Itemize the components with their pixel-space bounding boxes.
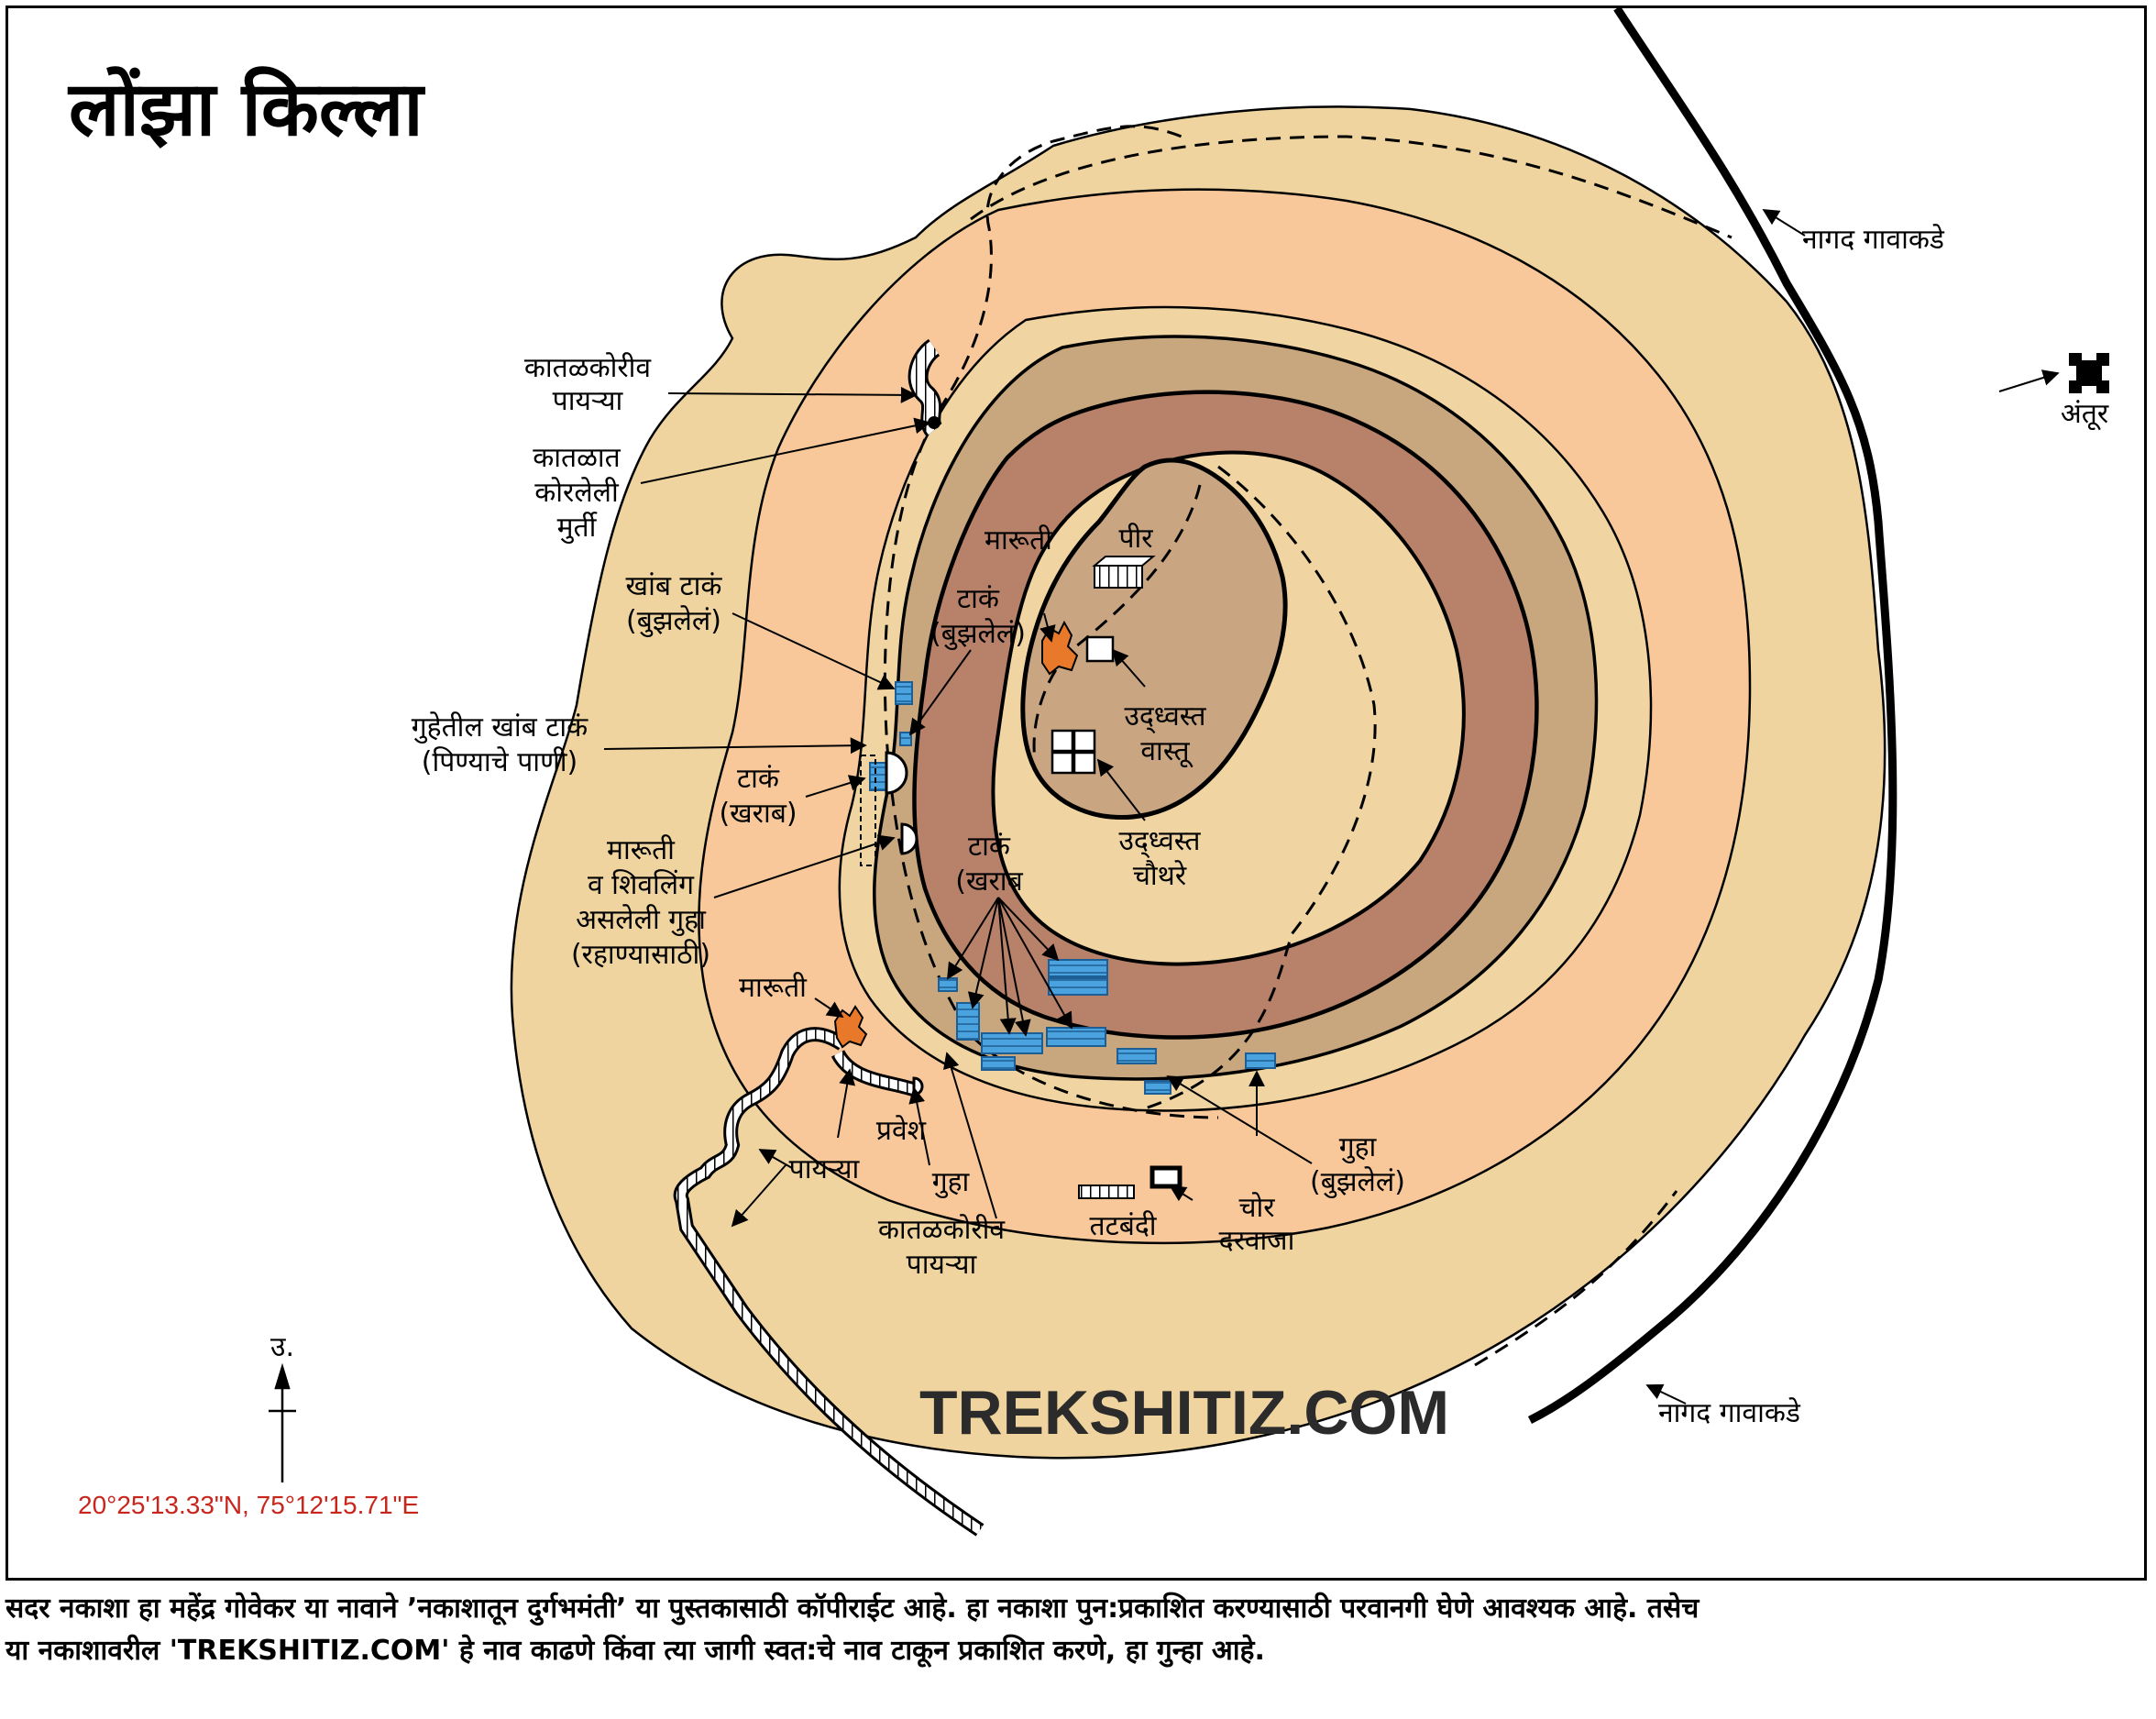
label-tank-filled-2: (बुझलेलं) [930, 618, 1026, 651]
label-cave-tank-2: (पिण्याचे पाणी) [422, 746, 578, 778]
trail-east-road [970, 135, 1732, 239]
map-title: लोंझा किल्ला [67, 66, 425, 153]
tank-b [1048, 977, 1108, 996]
leader-lines [603, 209, 2060, 1405]
label-maruti-summit: मारूती [984, 524, 1053, 556]
fort-wall-symbol [1078, 1185, 1135, 1199]
label-rock-steps-bottom-1: कातळकोरीव [878, 1214, 1006, 1246]
label-carved-idol-2: कोरलेली [534, 477, 620, 509]
label-fort-wall: तटबंदी [1089, 1210, 1157, 1242]
ruined-platform-2 [1072, 729, 1096, 753]
label-maruti-cave-1: मारूती [607, 834, 676, 866]
label-maruti-cave-2: व शिवलिंग [588, 869, 695, 901]
tank-h [1116, 1048, 1157, 1064]
label-khamb-tank-2: (बुझलेलं) [626, 605, 721, 638]
label-cave-tank-1: गुहेतील खांब टाकं [412, 711, 588, 744]
tank-i [1144, 1080, 1172, 1095]
coordinates: 20°25'13.33"N, 75°12'15.71"E [78, 1491, 419, 1519]
copyright-footer: सदर नकाशा हा महेंद्र गोवेकर या नावाने ’न… [6, 1588, 2150, 1672]
ruined-platform-4 [1072, 751, 1096, 775]
tank-j [1245, 1052, 1276, 1069]
label-tank-damaged-mid-2: (खराब [955, 865, 1023, 898]
north-label: उ. [270, 1331, 294, 1363]
trail-north [923, 125, 1182, 431]
label-maruti-cave-3: असलेली गुहा [576, 904, 707, 937]
tank-group [869, 681, 1276, 1095]
map-frame: लोंझा किल्ला TREKSHITIZ.COM 20°25'13.33"… [6, 6, 2147, 1581]
label-antur: अंतूर [2061, 398, 2109, 431]
tank-khamb [895, 681, 913, 705]
label-khamb-tank-1: खांब टाकं [626, 570, 723, 602]
ruined-structure [1050, 635, 1115, 775]
label-steps-lower: पायऱ्या [789, 1153, 861, 1185]
trail-summit-west [1032, 484, 1202, 761]
chor-darwaja-symbol [1150, 1165, 1182, 1189]
label-rock-steps-bottom-2: पायऱ्या [907, 1249, 978, 1281]
tank-a [1048, 959, 1108, 977]
label-tank-damaged-left-1: टाकं [737, 763, 780, 795]
peer-shrine [1092, 556, 1156, 589]
label-chor-darwaja-2: दरवाजा [1219, 1225, 1296, 1257]
label-nagad-top: नागद गावाकडे [1802, 224, 1945, 256]
tank-d [956, 1002, 980, 1041]
trail-terrace [883, 438, 1219, 1119]
cave-drinking-water [885, 751, 908, 795]
summit-plateau [1020, 457, 1288, 821]
label-maruti-lower: मारूती [739, 972, 808, 1004]
label-cave-filled-2: (बुझलेलं) [1310, 1166, 1405, 1199]
antur-fort-icon [2069, 353, 2109, 393]
tank-c [938, 977, 958, 992]
tank-g [981, 1056, 1016, 1071]
trail-summit-east [1144, 465, 1377, 1110]
tank-e [981, 1032, 1043, 1054]
label-tank-damaged-mid-1: टाकं [968, 831, 1011, 863]
cave-passage [860, 755, 876, 866]
label-rock-steps-north-1: कातळकोरीव [524, 352, 653, 384]
label-ruins-1: उद्ध्वस्त [1124, 700, 1206, 733]
ruined-platform-3 [1050, 751, 1074, 775]
brand-watermark: TREKSHITIZ.COM [919, 1378, 1449, 1448]
label-chor-darwaja-1: चोर [1238, 1192, 1275, 1224]
road-to-nagad [1527, 8, 1898, 1425]
footer-line-2: या नकाशावरील 'TREKSHITIZ.COM' हे नाव काढ… [6, 1635, 1265, 1667]
cave-maruti-shivling [900, 822, 918, 855]
label-ruins-2: वास्तू [1140, 735, 1193, 768]
label-carved-idol-3: मुर्ती [557, 512, 598, 545]
ruined-platform-1 [1050, 729, 1074, 753]
label-tank-damaged-left-2: (खराब) [719, 798, 797, 830]
label-maruti-cave-4: (रहाण्यासाठी) [571, 939, 710, 971]
label-cave-filled-1: गुहा [1339, 1131, 1378, 1164]
label-rock-steps-north-2: पायऱ्या [553, 385, 624, 417]
label-cave: गुहा [932, 1166, 971, 1199]
label-entrance: प्रवेश [876, 1115, 927, 1147]
tank-f [1046, 1027, 1106, 1047]
label-peer: पीर [1118, 523, 1153, 555]
idol-marker-north [928, 416, 940, 429]
label-nagad-bottom: नागद गावाकडे [1658, 1397, 1801, 1429]
north-arrow [269, 1362, 296, 1482]
footer-line-1: सदर नकाशा हा महेंद्र गोवेकर या नावाने ’न… [6, 1592, 1700, 1625]
tank-small [899, 732, 912, 746]
label-tank-filled-1: टाकं [957, 583, 1000, 615]
fort-map: लोंझा किल्ला TREKSHITIZ.COM 20°25'13.33"… [67, 8, 2109, 1537]
label-platforms-1: उद्ध्वस्त [1118, 825, 1201, 858]
label-carved-idol-1: कातळात [533, 442, 621, 474]
label-platforms-2: चौथरे [1133, 860, 1187, 892]
